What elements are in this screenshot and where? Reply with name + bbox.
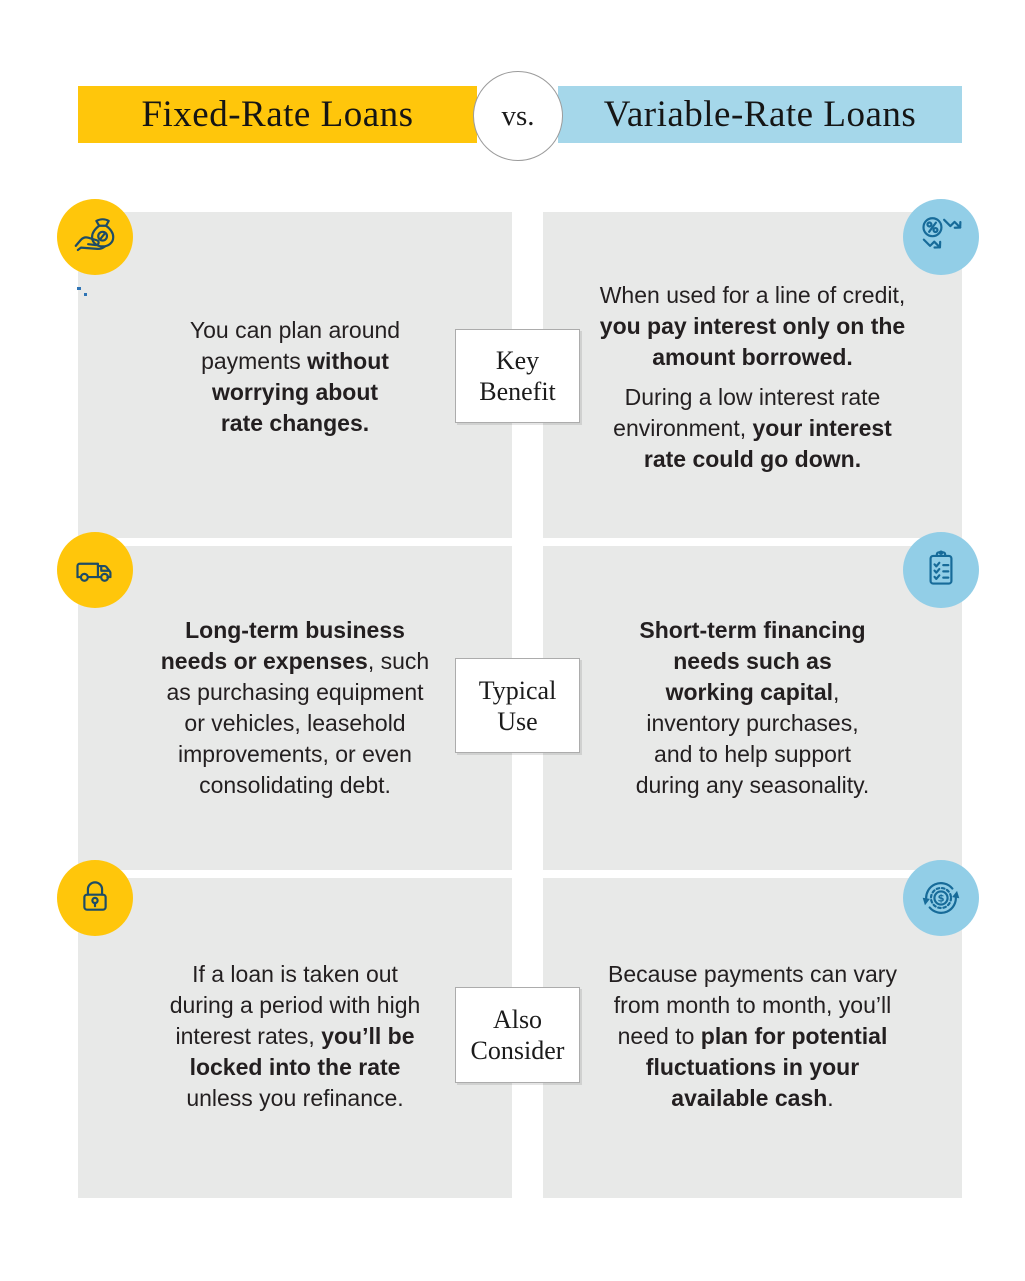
padlock-icon — [57, 860, 133, 936]
text-line: rate could go down. — [643, 446, 862, 472]
text-line: as purchasing equipment — [166, 679, 424, 705]
label-line: Use — [497, 706, 538, 736]
text-line: locked into the rate — [189, 1054, 401, 1080]
text-line: rate changes. — [220, 410, 370, 436]
variable-rate-key-benefit-text: When used for a line of credit, you pay i… — [543, 280, 962, 475]
paragraph: Long-term business needs or expenses, suc… — [78, 615, 512, 801]
text-line: worrying about — [211, 379, 379, 405]
label-line: Benefit — [479, 377, 556, 406]
fixed-rate-panel-typical-use — [78, 546, 512, 870]
text-line: Short-term financing — [639, 617, 866, 643]
text-line: or vehicles, leasehold — [184, 710, 406, 736]
paragraph: Because payments can vary from month to m… — [543, 959, 962, 1114]
fixed-rate-panel-key-benefit — [78, 212, 512, 538]
text-line: unless you refinance. — [186, 1085, 404, 1111]
paragraph: You can plan around payments without worry… — [78, 315, 512, 439]
text-line: During a low interest rate — [624, 384, 881, 410]
text-line: interest rates, you’ll be — [175, 1023, 415, 1049]
text-line: Because payments can vary — [608, 961, 897, 987]
text-line: available cash. — [671, 1085, 834, 1111]
label-line: Also — [492, 1005, 543, 1034]
text-line: When used for a line of credit, — [599, 282, 906, 308]
text-line: Long-term business — [185, 617, 405, 643]
percent-rate-decrease-icon — [903, 199, 979, 275]
delivery-van-icon — [57, 532, 133, 608]
fixed-rate-typical-use-text: Long-term business needs or expenses, suc… — [78, 615, 512, 801]
dollar-cycle-icon: $ — [903, 860, 979, 936]
text-line: during a period with high — [169, 992, 421, 1018]
stray-mark — [77, 287, 81, 290]
variable-rate-also-consider-text: Because payments can vary from month to m… — [543, 959, 962, 1114]
svg-text:$: $ — [938, 894, 945, 905]
text-line: working capital, — [665, 679, 840, 705]
text-line: fluctuations in your — [645, 1054, 860, 1080]
text-line: from month to month, you’ll — [613, 992, 892, 1018]
label-line: Key — [495, 346, 540, 375]
text-line: environment, your interest — [613, 415, 892, 441]
fixed-rate-panel-also-consider — [78, 878, 512, 1198]
fixed-rate-also-consider-text: If a loan is taken out during a period wi… — [78, 959, 512, 1114]
money-bag-in-hand-icon — [57, 199, 133, 275]
fixed-rate-key-benefit-text: You can plan around payments without worry… — [78, 315, 512, 439]
variable-rate-panel-key-benefit — [543, 212, 962, 538]
variable-rate-header-bar: Variable-Rate Loans — [558, 86, 962, 143]
label-line: Consider — [470, 1036, 565, 1065]
paragraph: If a loan is taken out during a period wi… — [78, 959, 512, 1114]
paragraph: During a low interest rate environment, y… — [543, 382, 962, 475]
text-line: needs such as — [673, 648, 832, 674]
text-line: payments without — [201, 348, 389, 374]
paragraph: When used for a line of credit, you pay i… — [543, 280, 962, 373]
clipboard-checklist-icon — [903, 532, 979, 608]
text-line: and to help support — [654, 741, 851, 767]
variable-rate-title: Variable-Rate Loans — [603, 94, 917, 135]
label-line: Typical — [478, 675, 557, 705]
paragraph: Short-term financing needs such as working… — [543, 615, 962, 801]
text-line: You can plan around — [189, 317, 401, 343]
text-line: you pay interest only on the — [599, 313, 906, 339]
vs-label: vs. — [501, 99, 535, 132]
vs-badge: vs. — [473, 71, 563, 161]
text-line: improvements, or even — [178, 741, 412, 767]
stray-mark — [84, 293, 87, 296]
text-line: inventory purchases, — [646, 710, 859, 736]
variable-rate-panel-also-consider — [543, 878, 962, 1198]
text-line: need to plan for potential — [617, 1023, 888, 1049]
variable-rate-panel-typical-use — [543, 546, 962, 870]
text-line: during any seasonality. — [635, 772, 870, 798]
text-line: amount borrowed. — [652, 344, 853, 370]
fixed-rate-header-bar: Fixed-Rate Loans — [78, 86, 477, 143]
text-line: consolidating debt. — [199, 772, 391, 798]
fixed-rate-title: Fixed-Rate Loans — [141, 94, 414, 135]
variable-rate-typical-use-text: Short-term financing needs such as working… — [543, 615, 962, 801]
text-line: needs or expenses, such — [160, 648, 430, 674]
text-line: If a loan is taken out — [192, 961, 398, 987]
